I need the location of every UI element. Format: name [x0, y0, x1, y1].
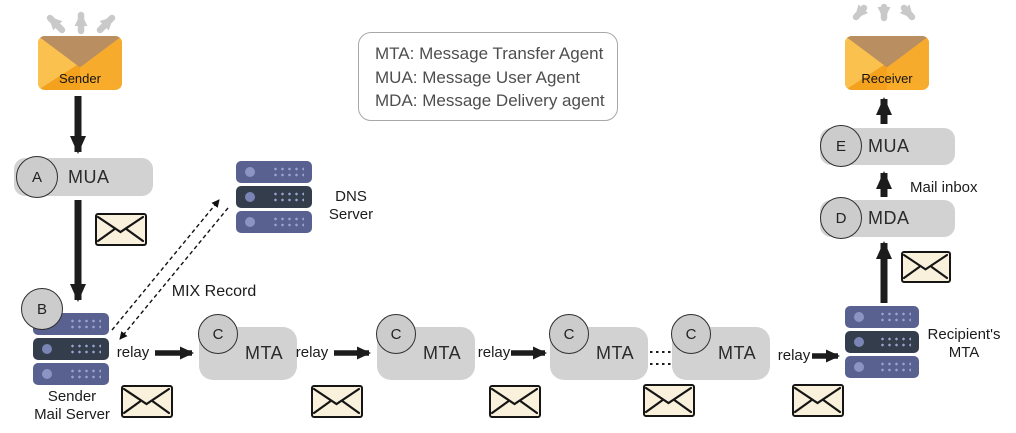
step-badge-c2: C [376, 314, 416, 354]
server-led [854, 312, 864, 322]
arrow-dns-query [111, 199, 220, 331]
legend-line-mda: MDA: Message Delivery agent [375, 91, 605, 110]
legend-box: MTA: Message Transfer Agent MUA: Message… [358, 32, 618, 121]
dns-lookup-arrows [111, 199, 229, 340]
mta-2-label: MTA [423, 343, 462, 363]
server-vents [69, 343, 101, 356]
mua-a-label: MUA [68, 167, 110, 187]
server-vents [272, 166, 304, 179]
mta-4-label: MTA [718, 343, 757, 363]
envelope-icon [489, 385, 541, 418]
server-led [854, 337, 864, 347]
envelope-icon [792, 384, 844, 417]
envelope-icon [95, 213, 147, 246]
server-vents [879, 336, 911, 349]
server-vents [272, 191, 304, 204]
server-vents [69, 368, 101, 381]
legend-line-mua: MUA: Message User Agent [375, 67, 581, 87]
relay-label-1: relay [116, 344, 150, 361]
relay-label-2: relay [295, 344, 329, 361]
server-vents [272, 216, 304, 229]
flow-arrows [70, 96, 892, 303]
server-vents [879, 361, 911, 374]
legend-line-mta: MTA: Message Transfer Agent [375, 44, 604, 63]
sender-mail-server-label: Sender Mail Server [34, 388, 110, 423]
server-led [42, 369, 52, 379]
server-vents [69, 318, 101, 331]
sender-label: Sender [59, 71, 101, 86]
mta-3-label: MTA [596, 343, 635, 363]
step-badge-d: D [820, 197, 862, 239]
dns-server-icon [236, 161, 312, 236]
server-led [42, 344, 52, 354]
server-led [854, 362, 864, 372]
server-led [245, 192, 255, 202]
recipient-mta-server-icon [845, 306, 919, 381]
receiver-envelope-icon: Receiver [845, 36, 929, 90]
envelope-icon [643, 384, 695, 417]
recipient-mta-label: Recipient's MTA [927, 326, 1001, 361]
receiver-incoming-arrows-icon [852, 3, 916, 22]
step-badge-c3: C [549, 314, 589, 354]
mix-record-label: MIX Record [171, 283, 257, 300]
receiver-label: Receiver [861, 71, 913, 86]
envelope-icon [121, 385, 173, 418]
sender-envelope-icon: Sender [38, 36, 122, 90]
relay-label-4: relay [777, 347, 811, 364]
step-badge-b: B [21, 288, 63, 330]
step-badge-a: A [16, 156, 58, 198]
mail-inbox-label: Mail inbox [910, 179, 978, 196]
envelope-icon [901, 251, 951, 283]
mua-e-label: MUA [868, 136, 910, 156]
mda-d-label: MDA [868, 208, 910, 228]
relay-label-3: relay [477, 344, 511, 361]
mta-chain-dotted-connector [650, 351, 672, 365]
mta-1-label: MTA [245, 343, 284, 363]
server-led [245, 167, 255, 177]
step-badge-e: E [820, 125, 862, 167]
server-led [245, 217, 255, 227]
sender-broadcast-arrows-icon [46, 11, 116, 35]
envelope-icon [311, 385, 363, 418]
step-badge-c1: C [198, 314, 238, 354]
step-badge-c4: C [671, 314, 711, 354]
relay-arrows [155, 346, 840, 363]
dns-server-label: DNS Server [328, 188, 374, 223]
arrow-dns-response [119, 207, 229, 340]
server-vents [879, 311, 911, 324]
